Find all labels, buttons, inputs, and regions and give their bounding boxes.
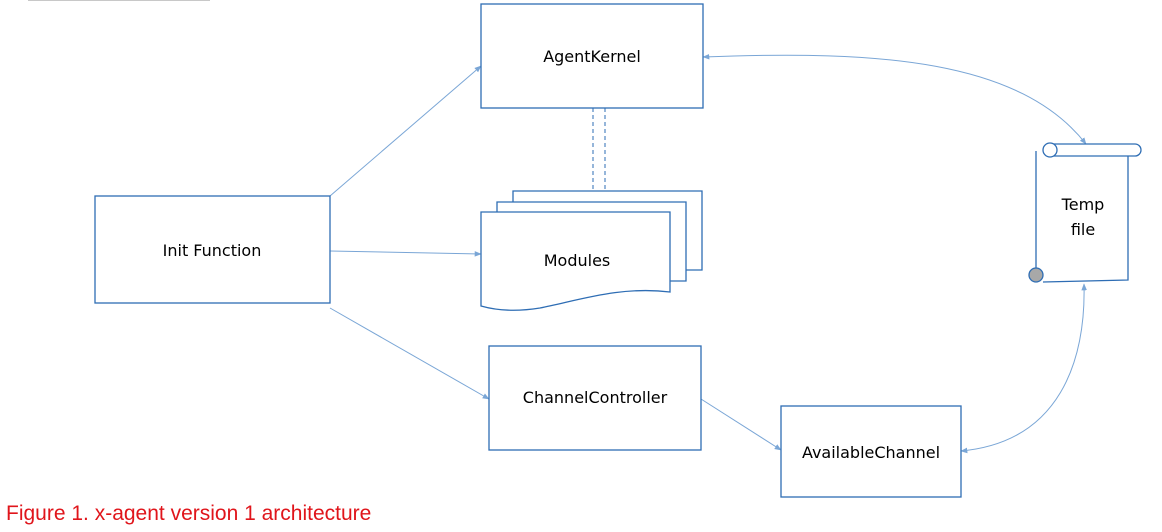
- node-init-function: Init Function: [94, 195, 331, 304]
- temp-file-label-line2: file: [1071, 220, 1095, 239]
- node-agentkernel: AgentKernel: [480, 3, 704, 109]
- node-temp-file: Temp file: [1028, 142, 1142, 283]
- connector-init-to-agentkernel: [329, 65, 482, 197]
- availablechannel-label: AvailableChannel: [802, 443, 940, 462]
- temp-file-top-curl: [1042, 142, 1058, 158]
- connector-channelcontroller-to-availablechannel: [700, 398, 782, 451]
- connector-tempfile-availablechannel: [960, 283, 1087, 454]
- agentkernel-label: AgentKernel: [543, 47, 641, 66]
- node-availablechannel: AvailableChannel: [780, 405, 962, 498]
- connector-agentkernel-tempfile: [702, 53, 1087, 145]
- node-channelcontroller: ChannelController: [488, 345, 702, 451]
- init-function-label: Init Function: [163, 241, 262, 260]
- figure-caption: Figure 1. x-agent version 1 architecture: [6, 502, 372, 525]
- channelcontroller-label: ChannelController: [523, 388, 668, 407]
- connector-init-to-channelcontroller: [329, 307, 490, 400]
- modules-label: Modules: [544, 251, 611, 270]
- connector-init-to-modules: [329, 250, 482, 257]
- connectors: [329, 53, 1087, 454]
- temp-file-label-line1: Temp: [1061, 195, 1105, 214]
- node-modules: Modules: [480, 190, 703, 311]
- temp-file-bottom-curl: [1028, 267, 1044, 283]
